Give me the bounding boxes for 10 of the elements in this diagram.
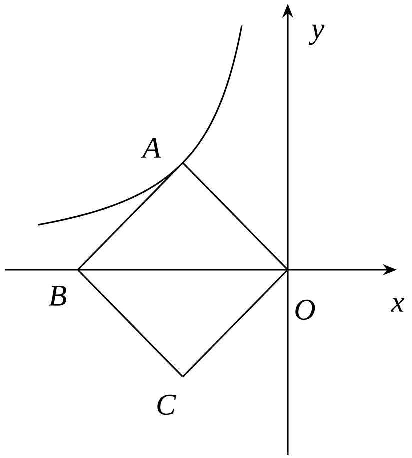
axis-label: y [308, 24, 325, 46]
square-side [78, 270, 184, 378]
square-side [182, 270, 288, 378]
square-side [78, 162, 184, 270]
point-label: A [141, 138, 162, 158]
point-label: O [296, 300, 316, 320]
square-side [182, 162, 288, 270]
point-label: B [49, 286, 66, 306]
point-label: C [158, 394, 176, 416]
axis-label: x [390, 298, 404, 312]
